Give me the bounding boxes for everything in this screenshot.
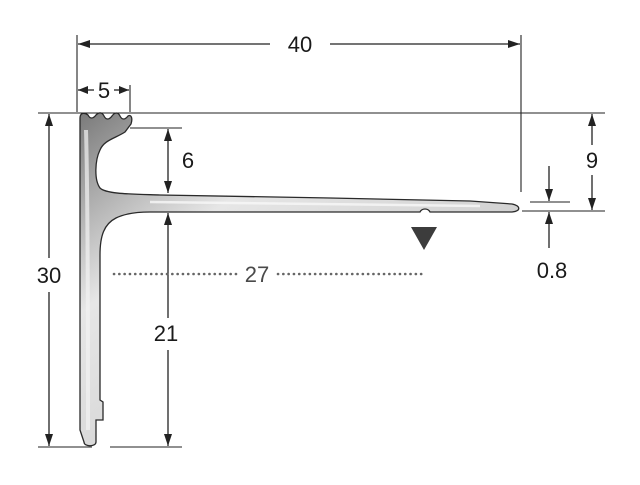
dimension-0-8: 0.8 (530, 166, 570, 283)
dimension-6: 6 (130, 127, 194, 193)
label-21: 21 (154, 321, 178, 346)
down-triangle-icon (411, 227, 437, 250)
dimension-5: 5 (78, 78, 131, 112)
arrow-up-icon (545, 212, 553, 224)
dimension-27: 27 (112, 262, 426, 287)
arrow-down-icon (164, 181, 172, 193)
arrow-down-icon (164, 434, 172, 446)
arrow-left-icon (78, 86, 88, 94)
label-5: 5 (98, 78, 110, 103)
label-30: 30 (37, 263, 61, 288)
profile-body (79, 112, 520, 447)
label-0-8: 0.8 (537, 258, 568, 283)
arrow-up-icon (164, 129, 172, 141)
arrow-down-icon (545, 189, 553, 201)
dimension-40: 40 (76, 32, 522, 192)
arrow-right-icon (119, 86, 129, 94)
dimension-21: 21 (110, 213, 182, 448)
arrow-right-icon (508, 40, 520, 48)
label-27: 27 (245, 262, 269, 287)
dimension-30: 30 (37, 114, 92, 448)
label-40: 40 (288, 32, 312, 57)
label-9: 9 (586, 148, 598, 173)
aluminium-profile (79, 112, 520, 447)
arrow-up-icon (164, 213, 172, 225)
arrow-down-icon (588, 198, 596, 210)
arrow-down-icon (45, 434, 53, 446)
arrow-up-icon (45, 114, 53, 126)
dimension-9: 9 (522, 114, 605, 212)
profile-leg-highlight (84, 129, 90, 431)
profile-tread-highlight (149, 200, 481, 208)
arrow-up-icon (588, 114, 596, 126)
label-6: 6 (182, 148, 194, 173)
arrow-left-icon (78, 40, 90, 48)
